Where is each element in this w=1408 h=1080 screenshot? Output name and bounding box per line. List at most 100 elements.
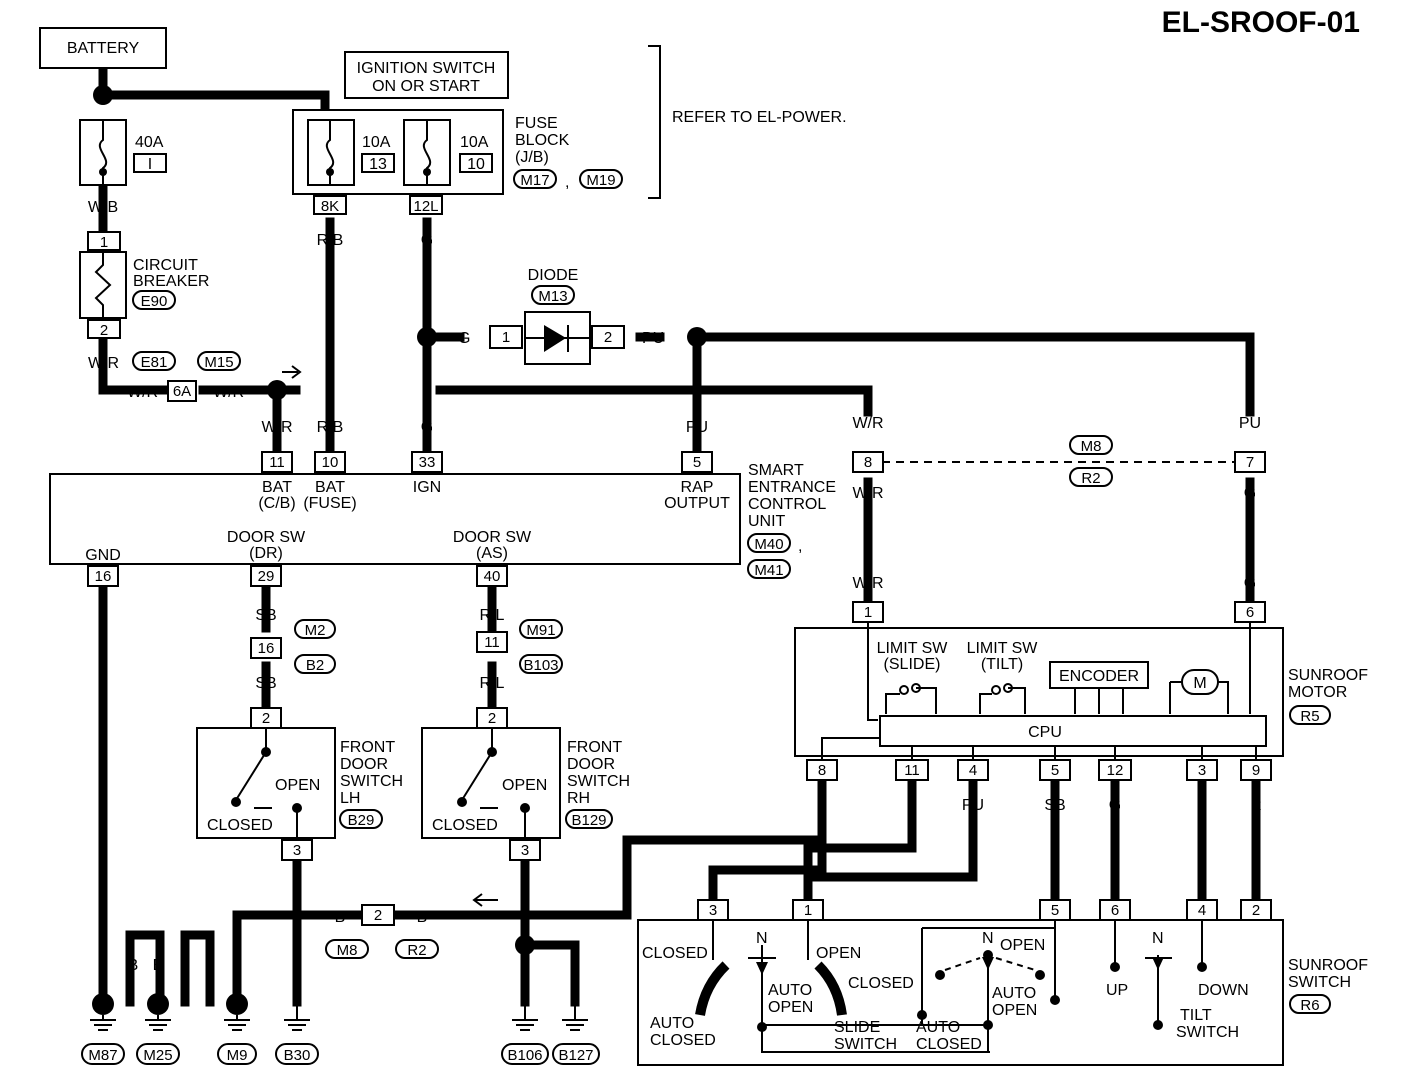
motor-pin-5: 5 [1051,762,1059,779]
switch-terminal [983,1020,993,1030]
rh-line-3: SWITCH [567,773,630,790]
secu-rap: RAP [681,479,714,496]
sw-auto-2: AUTO [768,982,812,999]
wire-color-pu-2: PU [686,419,708,436]
ignition-line-1: IGNITION SWITCH [357,60,496,77]
ground-icon [224,1015,250,1031]
ground-m9-box [217,1043,257,1065]
wire-color-rb: R/B [317,232,344,249]
pin-11-box [476,631,508,653]
ground-b127: B127 [558,1047,593,1064]
switch-terminal [935,970,945,980]
ground-m9: M9 [227,1047,248,1064]
lh-closed: CLOSED [207,817,273,834]
page-id: EL-SROOF-01 [1162,6,1360,39]
conn-m8: M8 [1081,438,1102,455]
secu-gnd: GND [85,547,121,564]
motor-pin-4: 4 [969,762,977,779]
secu-conn-sep: , [798,538,802,555]
switch-lines-2 [921,920,1056,1052]
secu-bat-2: BAT [315,479,345,496]
junction-dot [515,935,535,955]
conn-m40-box [747,533,791,553]
motor-slide: (SLIDE) [884,656,941,673]
fuse-10-num-box [459,153,493,173]
wire-color-rl-1: R/L [480,607,505,624]
secu-pin-29: 29 [258,568,275,585]
rh-pin-3-box [509,839,541,861]
fuse-10-amp: 10A [460,134,489,151]
fuse-40a-num: I [148,156,152,173]
wire-color-pu-4: PU [962,797,984,814]
ground-icon [284,1002,310,1031]
pin-11: 11 [484,634,500,651]
conn-m19: M19 [586,172,615,189]
junction-dot [267,380,287,400]
secu-fuse: (FUSE) [303,495,356,512]
ground-point [147,993,169,1015]
fuse-terminal [326,168,334,176]
secu-door-sw-as: DOOR SW [453,529,532,546]
conn-m17-box [513,169,557,189]
limit-switch-icon [867,622,1026,721]
secu-line-3: CONTROL [748,496,826,513]
motor-pin-6: 6 [1246,604,1254,621]
lh-pin-3-box [281,839,313,861]
motor-m: M [1193,675,1206,692]
switch-terminal [457,797,467,807]
conn-r2-b-box [395,939,439,959]
diode-pin-2-box [591,325,625,349]
motor-limit-tilt: LIMIT SW [967,640,1039,657]
sw-line-1: SUNROOF [1288,957,1368,974]
wire-color-wr-7: W/R [852,575,883,592]
secu-pin-11: 11 [269,454,285,471]
switch-arrow-icon [1152,957,1164,970]
wire-color-p: P [1197,797,1208,814]
wire-color-wr-3: W/R [213,384,244,401]
ground-b127-box [552,1043,600,1065]
ground-icon [512,1002,538,1031]
ground-icon [90,1015,116,1031]
secu-pin-40: 40 [484,568,501,585]
switch-terminal [1197,962,1207,972]
conn-b29-box [339,809,383,829]
conn-m15: M15 [204,354,233,371]
switch-arc-closed [695,961,730,1016]
ground-point [226,993,248,1015]
fuse-terminal [423,168,431,176]
wire-pu-diode [635,332,1255,417]
motor-lines [1169,622,1251,714]
conn-r5-box [1289,705,1331,725]
wire-color-g-4: G [1244,485,1256,502]
wire-gnd-stubs [125,930,215,1007]
pin-2: 2 [374,907,382,924]
fuse-13-num-box [361,153,395,173]
wire-color-b-1: B [292,877,303,894]
ground-wire-b: B [180,957,191,974]
sw-open-2: OPEN [768,999,813,1016]
motor-pin-box [806,759,838,781]
motor-cpu: CPU [1028,724,1062,741]
conn-r2-b: R2 [407,942,426,959]
fuse-icon [325,120,335,185]
conn-b2: B2 [306,657,324,674]
wire-color-g-6: G [1109,797,1121,814]
conn-m41-box [747,559,791,579]
conn-r2: R2 [1081,470,1100,487]
secu-line-2: ENTRANCE [748,479,836,496]
sw-closed-3: CLOSED [848,975,914,992]
junction-dot [93,85,113,105]
fuse-block-line-1: FUSE [515,115,558,132]
secu-ign: IGN [413,479,441,496]
wire-color-sb-2: SB [255,675,276,692]
ground-point [92,993,114,1015]
conn-e90: E90 [141,293,168,310]
ground-wire-b: B [205,957,216,974]
ground-m25: M25 [143,1047,172,1064]
ground-m87: M87 [88,1047,117,1064]
secu-cb: (C/B) [258,495,295,512]
switch-terminal [1050,995,1060,1005]
sw-down: DOWN [1198,982,1249,999]
conn-m13: M13 [538,288,567,305]
ground-b30: B30 [284,1047,311,1064]
